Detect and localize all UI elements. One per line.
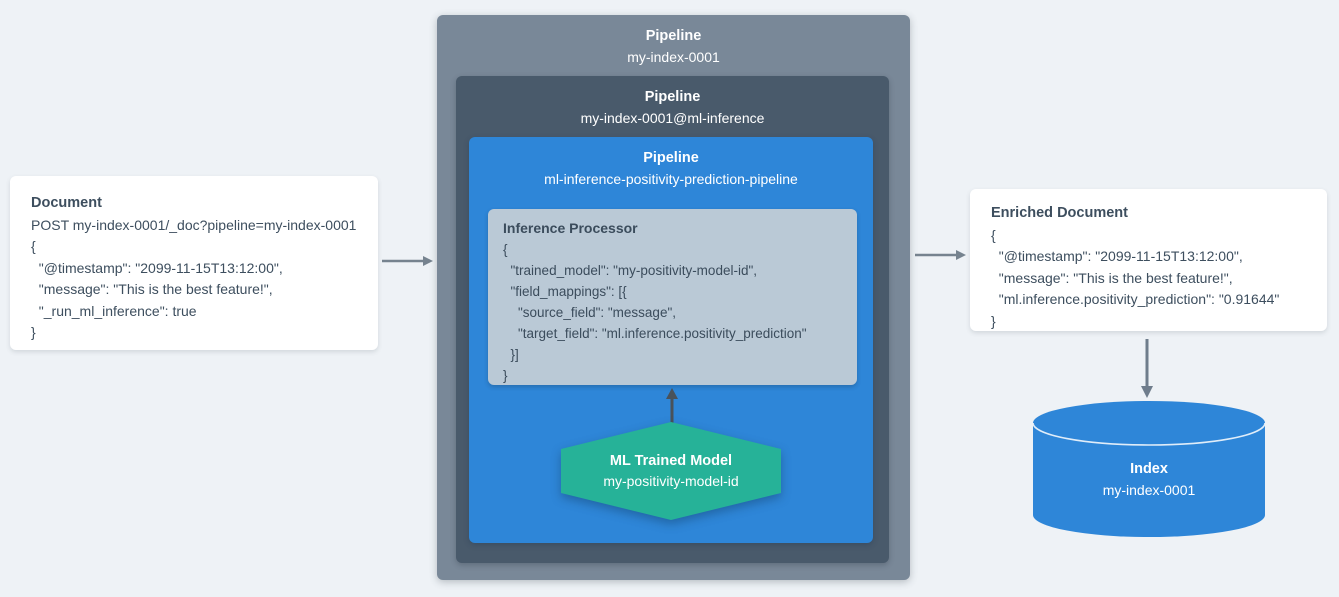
processor-code-line: "trained_model": "my-positivity-model-id… [503,263,758,278]
pipeline-ml-inference-header: Pipeline my-index-0001@ml-inference [456,76,889,129]
enriched-code-line: "ml.inference.positivity_prediction": "0… [991,291,1280,307]
processor-code-line: "field_mappings": [{ [503,284,627,299]
arrow-document-to-pipeline-icon [382,256,433,266]
enriched-code-line: "message": "This is the best feature!", [991,269,1233,286]
document-code-line: "@timestamp": "2099-11-15T13:12:00", [31,259,283,276]
pipeline-positivity-header: Pipeline ml-inference-positivity-predict… [469,137,873,190]
enriched-document-title: Enriched Document [991,205,1128,221]
pipeline-ml-inference-title: Pipeline [644,89,701,105]
ml-trained-model-hexagon: ML Trained Model my-positivity-model-id [561,422,781,520]
enriched-code-line: } [991,312,996,329]
processor-code-line: }] [503,347,519,362]
arrow-enriched-to-index-icon [1141,339,1153,398]
pipeline-outer-subtitle: my-index-0001 [627,49,720,65]
document-code-line: "_run_ml_inference": true [31,302,197,319]
ml-trained-model-label: ML Trained Model my-positivity-model-id [561,422,781,520]
hexagon-shape-icon [561,422,781,520]
index-label: Index my-index-0001 [1033,435,1265,525]
enriched-code-line: { [991,226,996,243]
inference-processor-title: Inference Processor [503,220,638,236]
ml-trained-model-title: ML Trained Model [609,453,733,469]
document-card: Document POST my-index-0001/_doc?pipelin… [10,176,378,350]
pipeline-outer-title: Pipeline [645,28,702,44]
document-code-line: "message": "This is the best feature!", [31,281,273,297]
document-card-title: Document [31,195,102,211]
index-title: Index [1130,461,1168,477]
pipeline-positivity-subtitle: ml-inference-positivity-prediction-pipel… [544,171,798,187]
document-code-line: POST my-index-0001/_doc?pipeline=my-inde… [31,216,357,233]
document-code-line: { [31,238,36,254]
enriched-document-card: Enriched Document { "@timestamp": "2099-… [970,189,1327,331]
processor-code-line: "source_field": "message", [503,305,676,320]
pipeline-outer-header: Pipeline my-index-0001 [437,15,910,68]
pipeline-positivity-title: Pipeline [643,150,699,166]
enriched-code-line: "@timestamp": "2099-11-15T13:12:00", [991,248,1243,264]
cylinder-shape-icon [1033,401,1265,537]
processor-code-line: } [503,368,508,383]
document-code-line: } [31,324,36,340]
pipeline-ml-inference-box: Pipeline my-index-0001@ml-inference Pipe… [456,76,889,563]
processor-code-line: "target_field": "ml.inference.positivity… [503,326,807,341]
index-cylinder: Index my-index-0001 [1033,401,1265,537]
arrow-model-to-processor-icon [666,388,678,424]
pipeline-ml-inference-subtitle: my-index-0001@ml-inference [580,110,765,126]
index-subtitle: my-index-0001 [1102,482,1196,498]
arrow-pipeline-to-enriched-icon [915,250,966,260]
pipeline-outer-box: Pipeline my-index-0001 Pipeline my-index… [437,15,910,580]
ml-trained-model-subtitle: my-positivity-model-id [603,473,739,489]
inference-processor-panel: Inference Processor { "trained_model": "… [488,209,857,385]
processor-code-line: { [503,242,508,257]
pipeline-positivity-prediction-box: Pipeline ml-inference-positivity-predict… [469,137,873,543]
